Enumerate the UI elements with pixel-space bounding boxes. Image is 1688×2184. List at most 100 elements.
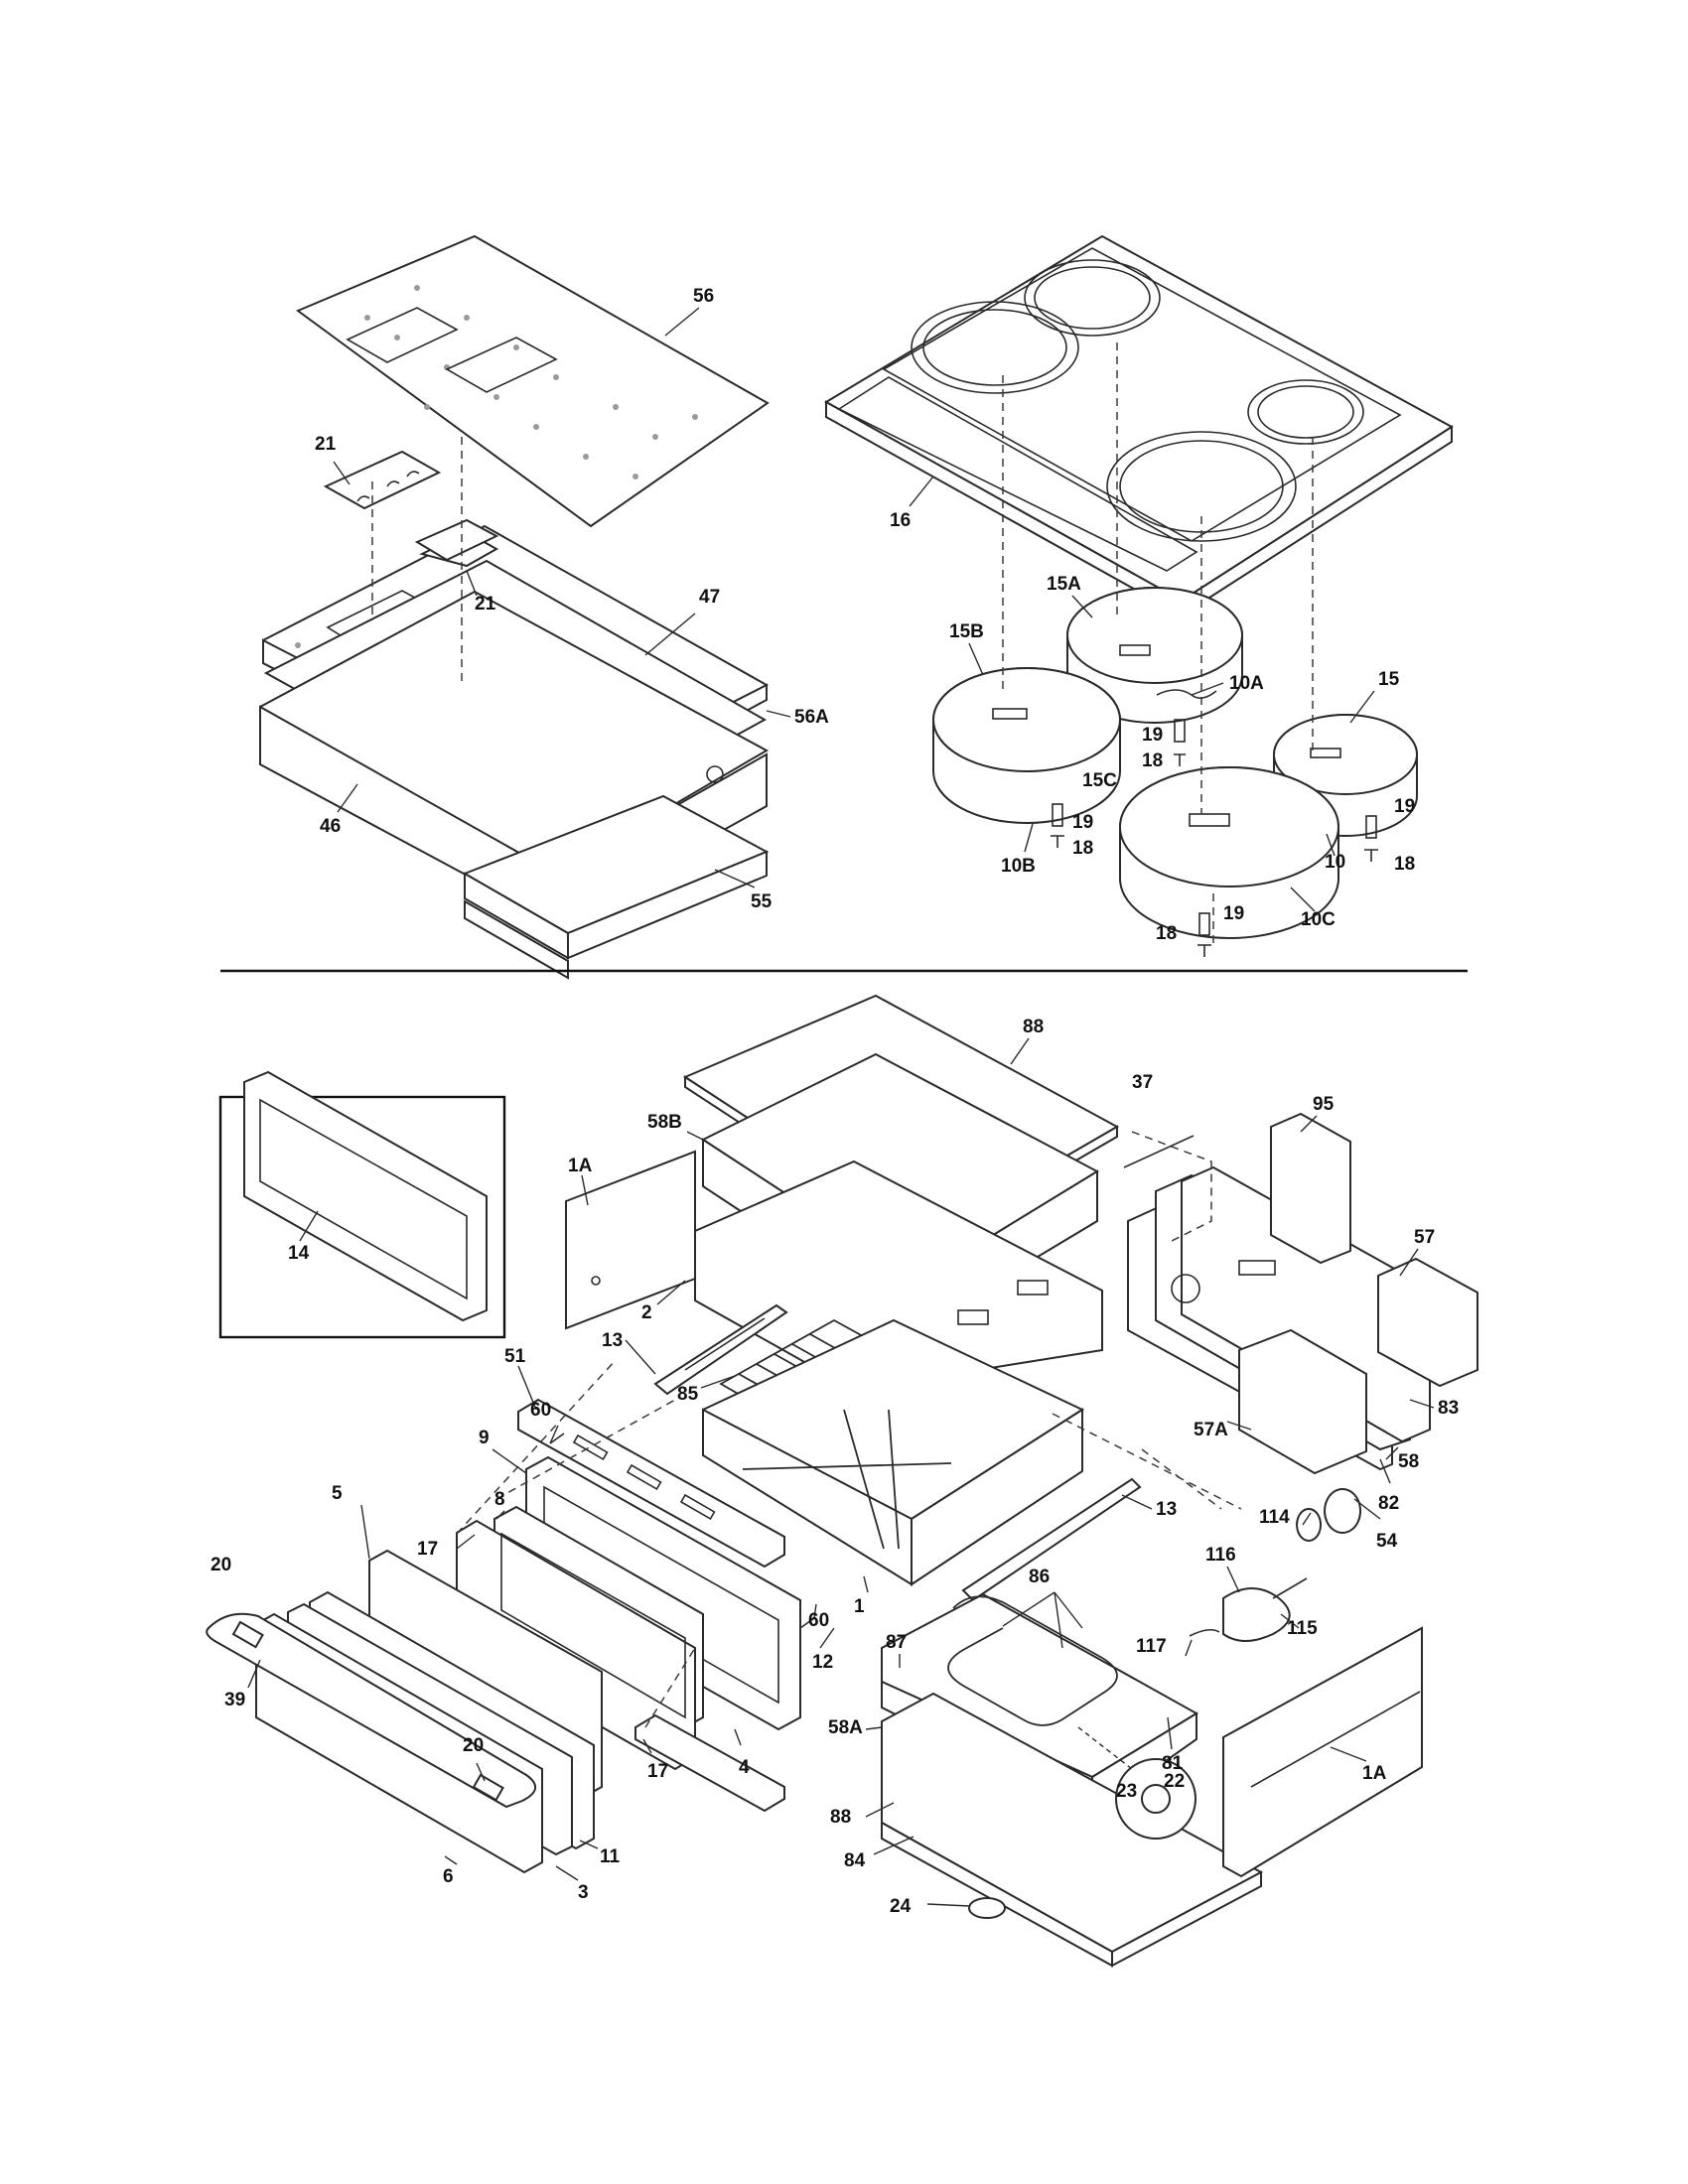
callout-18: 18	[1072, 838, 1093, 859]
callout-10B: 10B	[1001, 856, 1036, 877]
callout-13: 13	[602, 1330, 623, 1351]
sensor-37	[1123, 1131, 1212, 1242]
bracket-21-upper	[323, 450, 442, 510]
callout-56A: 56A	[794, 707, 829, 728]
callout-13: 13	[1156, 1499, 1177, 1520]
callout-17: 17	[417, 1539, 438, 1560]
insulation-block-55	[462, 794, 770, 980]
callout-82: 82	[1378, 1493, 1399, 1514]
callout-58A: 58A	[828, 1717, 863, 1738]
callout-2: 2	[641, 1302, 652, 1323]
callout-37: 37	[1132, 1072, 1153, 1093]
front-frame-51	[517, 1398, 785, 1569]
drawer-liner-2	[694, 1160, 1103, 1392]
side-panel-1A-right	[1222, 1626, 1423, 1878]
drawer-pan-1	[702, 1318, 1085, 1586]
callout-18: 18	[1156, 923, 1177, 944]
callout-57: 57	[1414, 1227, 1435, 1248]
callout-60: 60	[530, 1400, 551, 1421]
callout-1A: 1A	[1362, 1763, 1387, 1784]
callout-83: 83	[1438, 1398, 1459, 1419]
callout-84: 84	[844, 1850, 866, 1871]
assembly-dashes	[456, 1359, 1242, 1728]
callout-12: 12	[812, 1652, 833, 1673]
callout-15A: 15A	[1047, 574, 1081, 595]
callout-1A: 1A	[568, 1156, 593, 1176]
insulation-57	[1377, 1257, 1478, 1388]
surface-element-15C	[1119, 766, 1339, 939]
callout-54: 54	[1376, 1531, 1398, 1552]
surface-element-15A	[1066, 587, 1243, 724]
inset-box	[218, 1070, 506, 1339]
callout-58: 58	[1398, 1451, 1419, 1472]
callout-9: 9	[479, 1428, 490, 1448]
callout-85: 85	[677, 1384, 699, 1405]
slide-rail-13-left	[653, 1303, 788, 1396]
callout-22: 22	[1164, 1771, 1185, 1792]
callout-16: 16	[890, 510, 911, 531]
door-trim-4	[634, 1713, 785, 1813]
callout-10: 10	[1325, 852, 1345, 873]
callout-11: 11	[600, 1846, 621, 1867]
callout-10C: 10C	[1301, 909, 1336, 930]
callout-57A: 57A	[1194, 1420, 1228, 1440]
slide-rail-13-right	[961, 1477, 1142, 1602]
callout-21: 21	[315, 434, 337, 455]
callout-labels: 56 21 21 47 56A 46 55 16 15A 15B 10A 19 …	[211, 286, 1459, 1917]
callout-114: 114	[1259, 1507, 1290, 1528]
callout-46: 46	[320, 816, 341, 837]
callout-15C: 15C	[1082, 770, 1117, 791]
callout-15B: 15B	[949, 621, 984, 642]
side-panel-1A-left	[565, 1150, 696, 1330]
detail-23-22	[1077, 1726, 1196, 1840]
gasket-8-17	[500, 1532, 686, 1719]
callout-87: 87	[886, 1632, 907, 1653]
back-panel-assembly	[1127, 1165, 1431, 1475]
shield-95	[1270, 1112, 1351, 1265]
callout-4: 4	[739, 1757, 750, 1778]
callout-47: 47	[699, 587, 720, 608]
lamp-assembly	[1189, 1488, 1362, 1642]
end-caps-20	[231, 1620, 504, 1802]
callout-15: 15	[1378, 669, 1400, 690]
handle-39	[206, 1612, 536, 1809]
callout-117: 117	[1136, 1636, 1167, 1657]
callout-19: 19	[1223, 903, 1244, 924]
callout-10A: 10A	[1229, 673, 1264, 694]
callout-88: 88	[1023, 1017, 1044, 1037]
callout-8: 8	[494, 1489, 505, 1510]
leader-lines	[247, 307, 1435, 1907]
callout-81: 81	[1162, 1753, 1184, 1774]
callout-60: 60	[808, 1610, 829, 1631]
callout-58B: 58B	[647, 1112, 682, 1133]
callout-19: 19	[1142, 725, 1163, 746]
callout-20: 20	[211, 1555, 231, 1575]
callout-18: 18	[1142, 751, 1163, 771]
callout-39: 39	[224, 1690, 245, 1710]
screws-60	[549, 1433, 815, 1629]
callout-56: 56	[693, 286, 714, 307]
callout-17: 17	[647, 1761, 668, 1782]
callout-21: 21	[475, 594, 496, 614]
callout-86: 86	[1029, 1567, 1050, 1587]
callout-88: 88	[830, 1807, 851, 1828]
callout-24: 24	[890, 1896, 912, 1917]
callout-55: 55	[751, 891, 773, 912]
bracket-21-lower	[414, 518, 499, 562]
callout-14: 14	[288, 1243, 310, 1264]
callout-115: 115	[1287, 1618, 1318, 1639]
foot-24	[968, 1897, 1006, 1919]
insulation-pad-56	[295, 234, 770, 528]
callout-20: 20	[463, 1735, 484, 1756]
drawer-bottom-84	[881, 1692, 1264, 1968]
callout-19: 19	[1394, 796, 1415, 817]
callout-1: 1	[854, 1596, 865, 1617]
callout-18: 18	[1394, 854, 1415, 875]
callout-116: 116	[1205, 1545, 1236, 1566]
callout-51: 51	[504, 1346, 526, 1367]
callout-3: 3	[578, 1882, 589, 1903]
springs-and-screws	[1051, 719, 1378, 957]
callout-23: 23	[1116, 1781, 1137, 1802]
callout-95: 95	[1313, 1094, 1335, 1115]
